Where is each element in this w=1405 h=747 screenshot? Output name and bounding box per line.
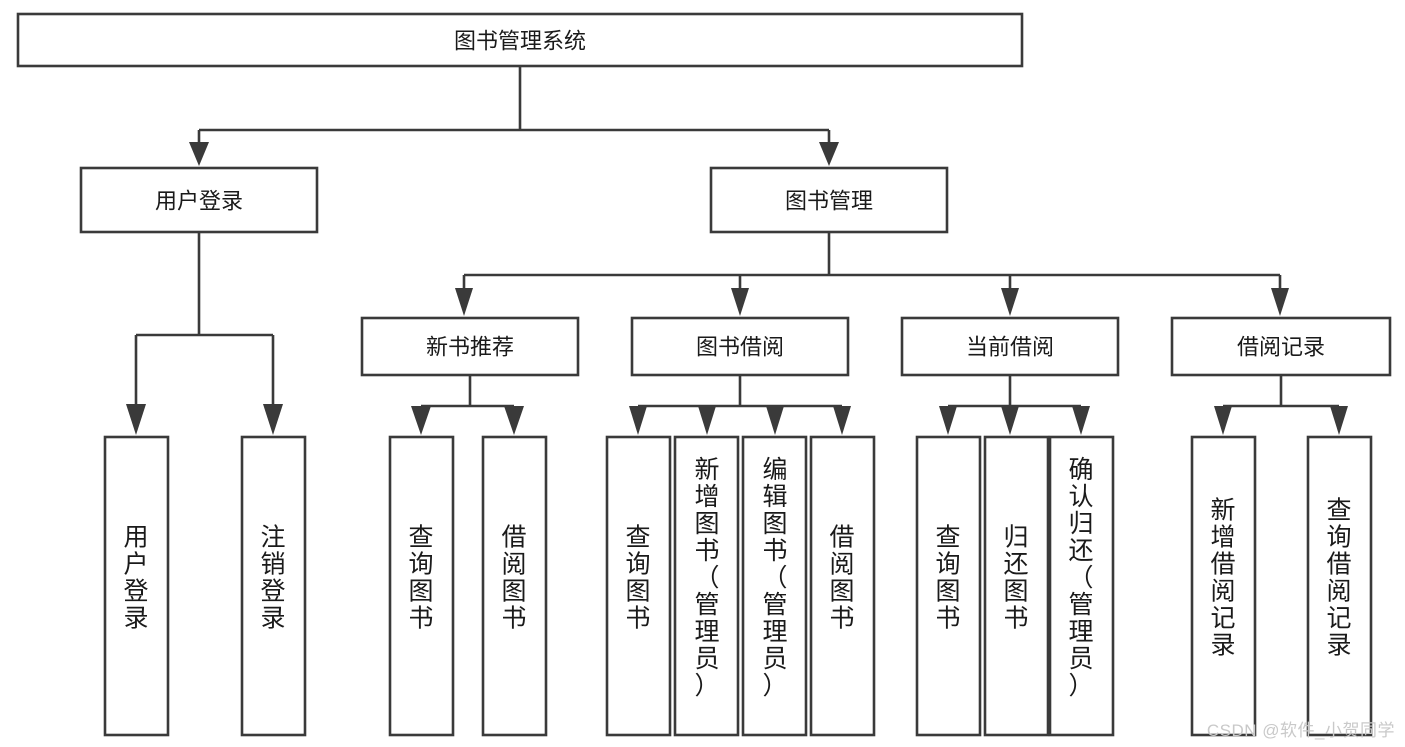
node-current-borrow-label: 当前借阅	[966, 335, 1054, 360]
node-leaf-add-record[interactable]: 新增借阅记录	[1190, 435, 1257, 737]
node-new-book-recommend-label: 新书推荐	[426, 335, 514, 360]
node-leaf-borrow-book-box[interactable]	[809, 435, 876, 737]
node-leaf-edit-book[interactable]: 编辑图书（管理员）	[741, 435, 808, 737]
arrowhead-book-manage-child-4	[1271, 288, 1289, 316]
arrowhead-book-manage-child-1	[455, 288, 473, 316]
node-leaf-edit-book-box[interactable]	[741, 435, 808, 737]
node-user-login[interactable]: 用户登录	[79, 166, 319, 234]
node-user-login-label: 用户登录	[155, 189, 243, 214]
node-leaf-confirm-return-label: 确认归还（管理员）	[1068, 456, 1093, 700]
node-new-book-recommend-box[interactable]	[360, 316, 580, 377]
node-leaf-query-book-borrow-box[interactable]	[605, 435, 672, 737]
node-leaf-logout[interactable]: 注销登录	[240, 435, 307, 737]
connector-group-user-login	[126, 232, 283, 435]
node-root-label: 图书管理系统	[454, 29, 586, 54]
node-book-borrow-box[interactable]	[630, 316, 850, 377]
node-leaf-query-book-borrow[interactable]: 查询图书	[605, 435, 672, 737]
node-book-manage[interactable]: 图书管理	[709, 166, 949, 234]
node-borrow-record-label: 借阅记录	[1237, 335, 1325, 360]
node-leaf-query-book-cur-box[interactable]	[915, 435, 982, 737]
connector-group-root	[189, 66, 839, 166]
node-leaf-query-book-borrow-label: 查询图书	[625, 524, 650, 633]
node-leaf-logout-box[interactable]	[240, 435, 307, 737]
node-leaf-return-book[interactable]: 归还图书	[983, 435, 1050, 737]
node-leaf-user-login-box[interactable]	[103, 435, 170, 737]
node-leaf-query-book-rec-box[interactable]	[388, 435, 455, 737]
node-book-borrow[interactable]: 图书借阅	[630, 316, 850, 377]
node-leaf-query-record-box[interactable]	[1306, 435, 1373, 737]
node-root[interactable]: 图书管理系统	[16, 12, 1024, 68]
node-leaf-add-record-label: 新增借阅记录	[1210, 497, 1235, 660]
arrowhead-book-borrow-leaf-3	[766, 406, 784, 435]
arrowhead-user-login-leaf-2	[263, 404, 283, 435]
node-leaf-edit-book-label: 编辑图书（管理员）	[762, 456, 787, 700]
arrowhead-borrow-record-leaf-2	[1330, 406, 1348, 435]
arrowhead-new-book-leaf-1	[411, 406, 431, 435]
arrowhead-current-borrow-leaf-2	[1001, 406, 1019, 435]
node-borrow-record[interactable]: 借阅记录	[1170, 316, 1392, 377]
node-user-login-box[interactable]	[79, 166, 319, 234]
node-leaf-borrow-book-rec[interactable]: 借阅图书	[481, 435, 548, 737]
node-root-box[interactable]	[16, 12, 1024, 68]
node-leaf-add-record-box[interactable]	[1190, 435, 1257, 737]
arrowhead-borrow-record-leaf-1	[1214, 406, 1232, 435]
node-leaf-return-book-box[interactable]	[983, 435, 1050, 737]
node-leaf-add-book[interactable]: 新增图书（管理员）	[673, 435, 740, 737]
node-leaf-borrow-book-rec-box[interactable]	[481, 435, 548, 737]
arrowhead-current-borrow-leaf-3	[1072, 406, 1090, 435]
csdn-watermark: CSDN @软件_小贺同学	[1206, 721, 1395, 740]
node-leaf-confirm-return-box[interactable]	[1048, 435, 1115, 737]
arrowhead-book-manage-child-3	[1001, 288, 1019, 316]
node-book-manage-box[interactable]	[709, 166, 949, 234]
node-current-borrow-box[interactable]	[900, 316, 1120, 377]
node-leaf-query-book-cur[interactable]: 查询图书	[915, 435, 982, 737]
connector-group-book-borrow	[629, 375, 851, 435]
arrowhead-user-login-leaf-1	[126, 404, 146, 435]
node-leaf-borrow-book-label: 借阅图书	[829, 524, 854, 633]
node-leaf-user-login-label: 用户登录	[123, 524, 148, 633]
node-leaf-borrow-book-rec-label: 借阅图书	[501, 524, 526, 633]
connector-group-book-manage	[455, 232, 1289, 316]
connector-group-borrow-record	[1214, 375, 1348, 435]
arrowhead-book-borrow-leaf-2	[698, 406, 716, 435]
arrowhead-new-book-leaf-2	[504, 406, 524, 435]
arrowhead-book-borrow-leaf-4	[833, 406, 851, 435]
arrowhead-book-borrow-leaf-1	[629, 406, 647, 435]
arrowhead-root-to-book-manage	[819, 142, 839, 166]
node-leaf-query-record[interactable]: 查询借阅记录	[1306, 435, 1373, 737]
node-leaf-query-book-cur-label: 查询图书	[935, 524, 960, 633]
node-leaf-borrow-book[interactable]: 借阅图书	[809, 435, 876, 737]
node-borrow-record-box[interactable]	[1170, 316, 1392, 377]
node-leaf-add-book-box[interactable]	[673, 435, 740, 737]
node-leaf-user-login[interactable]: 用户登录	[103, 435, 170, 737]
node-leaf-confirm-return[interactable]: 确认归还（管理员）	[1048, 435, 1115, 737]
node-new-book-recommend[interactable]: 新书推荐	[360, 316, 580, 377]
arrowhead-root-to-user-login	[189, 142, 209, 166]
node-leaf-query-book-rec[interactable]: 查询图书	[388, 435, 455, 737]
node-book-manage-label: 图书管理	[785, 189, 873, 214]
node-book-borrow-label: 图书借阅	[696, 335, 784, 360]
node-leaf-query-book-rec-label: 查询图书	[408, 524, 433, 633]
node-leaf-query-record-label: 查询借阅记录	[1326, 497, 1351, 660]
arrowhead-book-manage-child-2	[731, 288, 749, 316]
node-leaf-add-book-label: 新增图书（管理员）	[694, 456, 719, 700]
node-leaf-return-book-label: 归还图书	[1003, 524, 1028, 633]
node-leaf-logout-label: 注销登录	[260, 524, 285, 633]
arrowhead-current-borrow-leaf-1	[939, 406, 957, 435]
node-current-borrow[interactable]: 当前借阅	[900, 316, 1120, 377]
connector-group-new-book-recommend	[411, 375, 524, 435]
connector-group-current-borrow	[939, 375, 1090, 435]
